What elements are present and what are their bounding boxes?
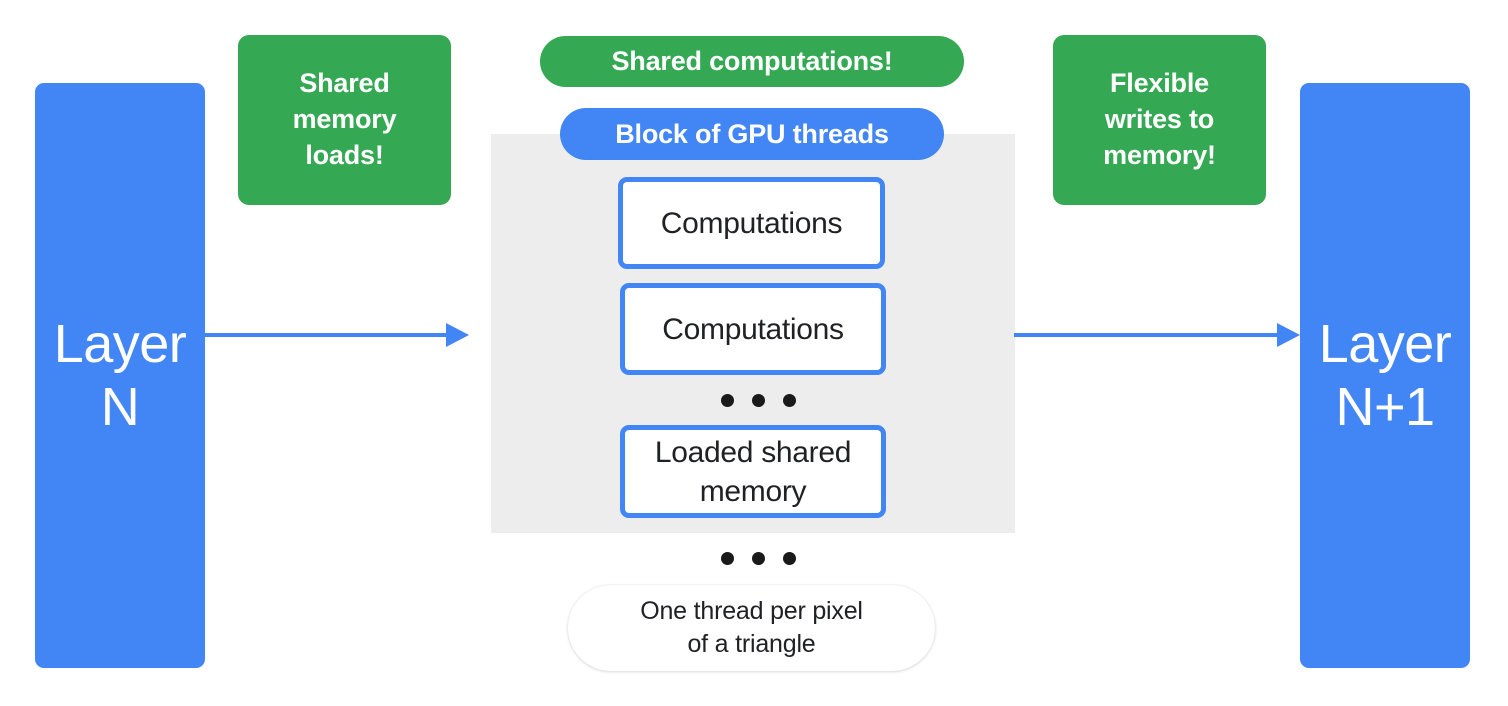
callout-shared-computations: Shared computations! — [540, 36, 964, 87]
thread-box-computations-1: Computations — [618, 177, 885, 269]
ellipsis-inside-block — [721, 394, 796, 407]
callout-shared-memory-loads: Shared memory loads! — [238, 35, 451, 205]
layer-n-plus-1-block: Layer N+1 — [1300, 83, 1470, 668]
ellipsis-dot — [752, 394, 765, 407]
note-one-thread-per-pixel: One thread per pixel of a triangle — [568, 585, 935, 671]
thread-box-loaded-shared-memory: Loaded shared memory — [620, 425, 886, 518]
ellipsis-dot — [783, 394, 796, 407]
ellipsis-dot — [721, 394, 734, 407]
callout-flexible-writes-to-memory: Flexible writes to memory! — [1053, 35, 1266, 205]
ellipsis-below-block — [721, 552, 796, 565]
thread-box-computations-2: Computations — [620, 283, 886, 375]
arrow-gpu-block-to-layer-np1 — [1014, 320, 1300, 350]
layer-n-block: Layer N — [35, 83, 205, 668]
ellipsis-dot — [721, 552, 734, 565]
arrow-layer-n-to-gpu-block — [205, 320, 469, 350]
ellipsis-dot — [752, 552, 765, 565]
ellipsis-dot — [783, 552, 796, 565]
label-block-of-gpu-threads: Block of GPU threads — [560, 108, 944, 160]
